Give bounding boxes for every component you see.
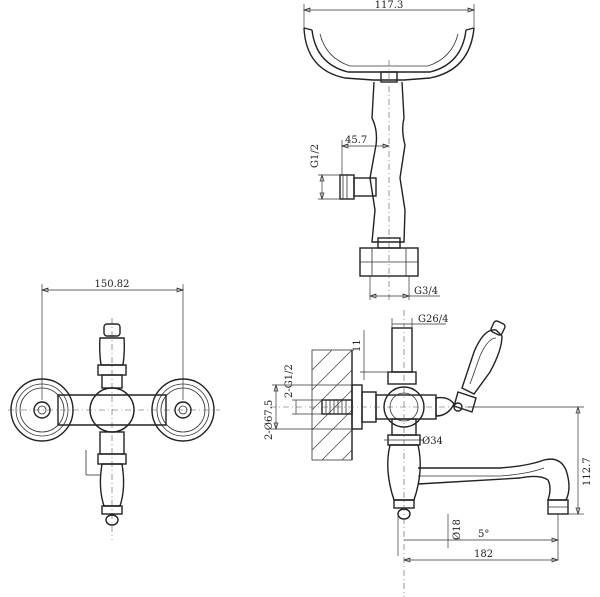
- front-view: 150.82: [8, 279, 220, 540]
- dim-thread-g34: G3/4: [414, 286, 438, 297]
- dim-diameter-675: 2-Ø67.5: [264, 400, 275, 440]
- dim-thread-2g12: 2-G1/2: [284, 364, 295, 398]
- dim-angle-5: 5°: [478, 529, 489, 540]
- dim-diameter-34: Ø34: [422, 436, 443, 447]
- dim-height-1127: 112.7: [582, 457, 593, 486]
- dim-diameter-18: Ø18: [452, 519, 463, 540]
- dim-front-width: 150.82: [95, 279, 130, 290]
- dim-thread-g264: G26/4: [418, 314, 448, 325]
- dim-thread-g12-vertical: G1/2: [310, 144, 321, 168]
- side-view: G26/4 11 2-G1/2 2-Ø67.5: [264, 310, 593, 597]
- dim-inlet-offset: 45.7: [345, 135, 367, 146]
- top-view: 117.3 45.7 G1/2: [302, 0, 476, 300]
- dim-11: 11: [352, 339, 363, 352]
- dim-length-182: 182: [474, 549, 493, 560]
- wall-hatch: [311, 349, 353, 461]
- dim-top-width: 117.3: [375, 0, 404, 11]
